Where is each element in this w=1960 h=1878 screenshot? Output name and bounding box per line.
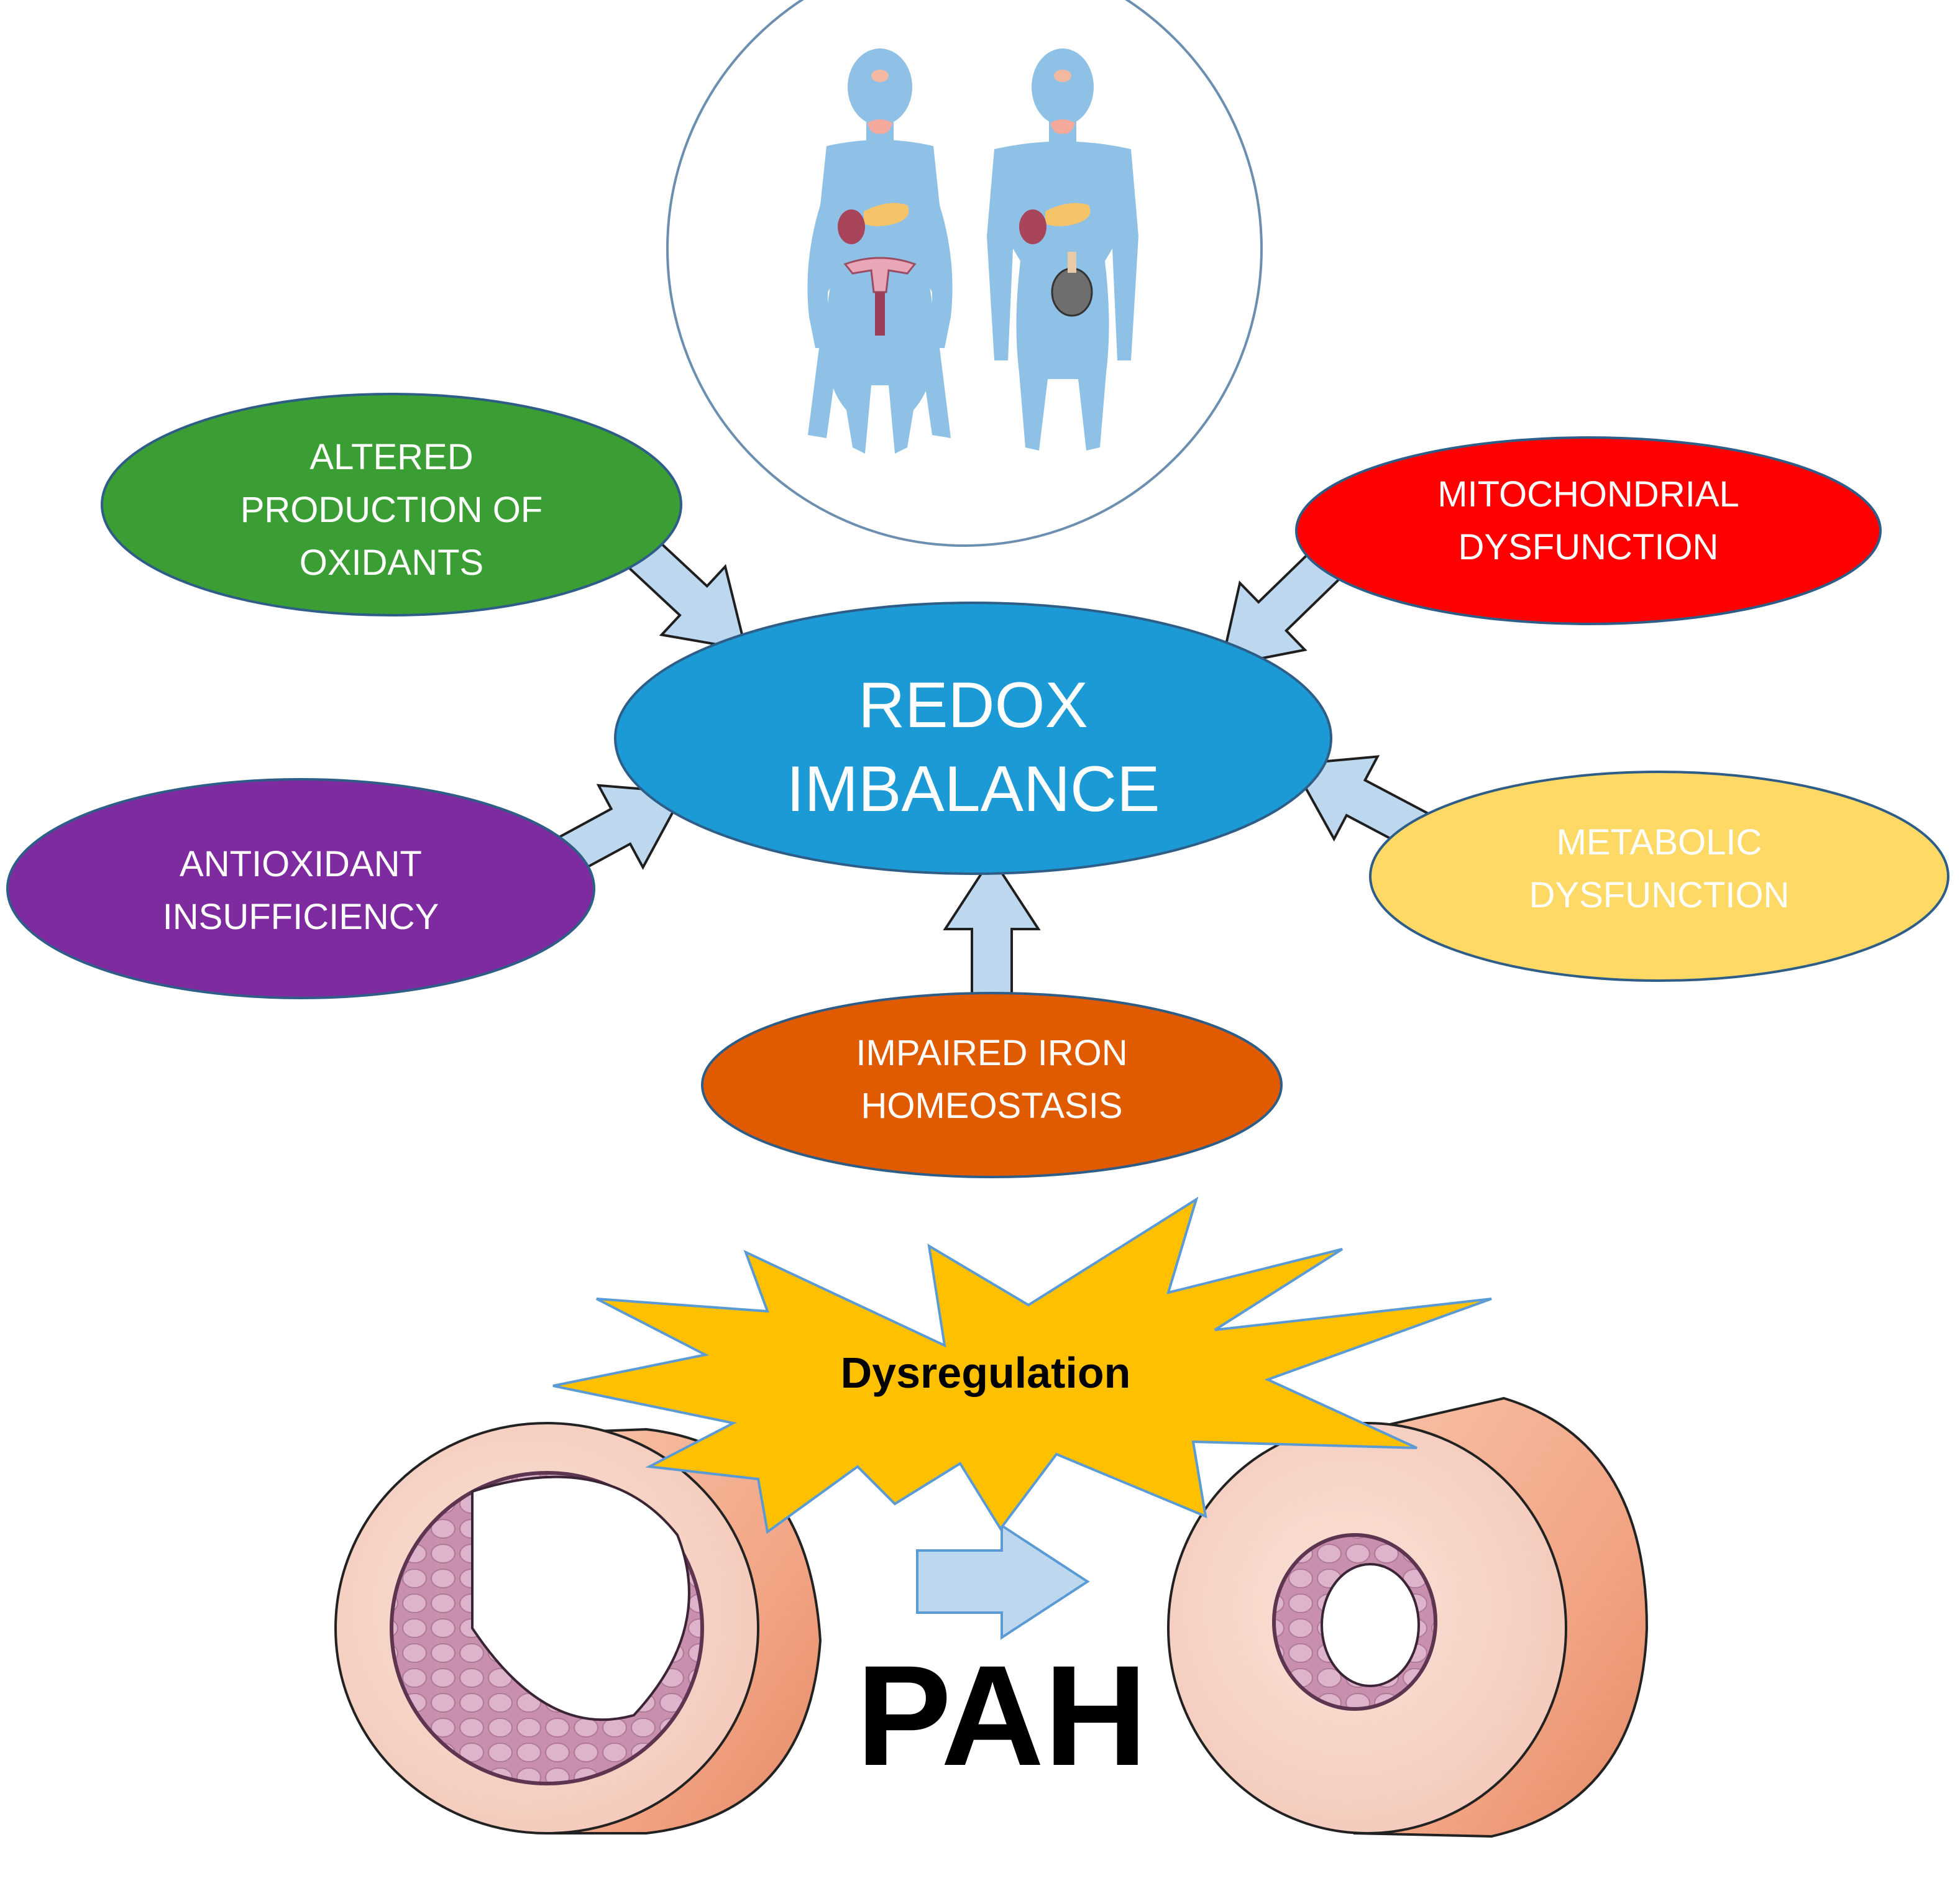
redox-imbalance-node: REDOX IMBALANCE <box>614 602 1332 875</box>
metabolic-line2: DYSFUNCTION <box>1529 875 1790 915</box>
antioxidant-line2: INSUFFICIENCY <box>163 897 439 937</box>
burst-shape <box>552 1196 1492 1534</box>
dysregulation-burst: Dysregulation <box>552 1196 1492 1534</box>
factor-metabolic: METABOLIC DYSFUNCTION <box>1369 771 1949 982</box>
iron-line2: HOMEOSTASIS <box>861 1086 1122 1126</box>
factor-antioxidant: ANTIOXIDANT INSUFFICIENCY <box>6 778 595 999</box>
redox-line1: REDOX <box>858 669 1088 741</box>
factor-iron: IMPAIRED IRON HOMEOSTASIS <box>701 992 1283 1178</box>
figures-circle <box>666 0 1263 547</box>
altered-oxidants-line3: OXIDANTS <box>300 543 484 583</box>
antioxidant-ellipse <box>6 778 595 999</box>
redox-line2: IMBALANCE <box>786 753 1160 825</box>
metabolic-ellipse <box>1369 771 1949 982</box>
normal-vessel-icon <box>334 1422 822 1834</box>
redox-ellipse <box>614 602 1332 875</box>
mitochondrial-line1: MITOCHONDRIAL <box>1437 474 1739 515</box>
metabolic-line1: METABOLIC <box>1557 822 1762 863</box>
iron-line1: IMPAIRED IRON <box>856 1033 1127 1073</box>
factor-mitochondrial: MITOCHONDRIAL DYSFUNCTION <box>1295 436 1882 625</box>
dysregulation-label: Dysregulation <box>841 1349 1131 1397</box>
altered-oxidants-ellipse <box>101 393 682 616</box>
factor-altered-oxidants: ALTERED PRODUCTION OF OXIDANTS <box>101 393 682 616</box>
altered-oxidants-line1: ALTERED <box>309 437 473 477</box>
altered-oxidants-line2: PRODUCTION OF <box>240 490 543 530</box>
remodeling-arrow <box>916 1523 1090 1640</box>
mitochondrial-line2: DYSFUNCTION <box>1459 527 1719 567</box>
human-figures-panel <box>666 0 1263 547</box>
pah-label: PAH <box>856 1636 1148 1795</box>
antioxidant-line1: ANTIOXIDANT <box>180 844 422 884</box>
iron-ellipse <box>701 992 1283 1178</box>
organs-icon <box>838 70 1093 336</box>
remodeled-vessel-icon <box>1167 1396 1649 1838</box>
mitochondrial-ellipse <box>1295 436 1882 625</box>
